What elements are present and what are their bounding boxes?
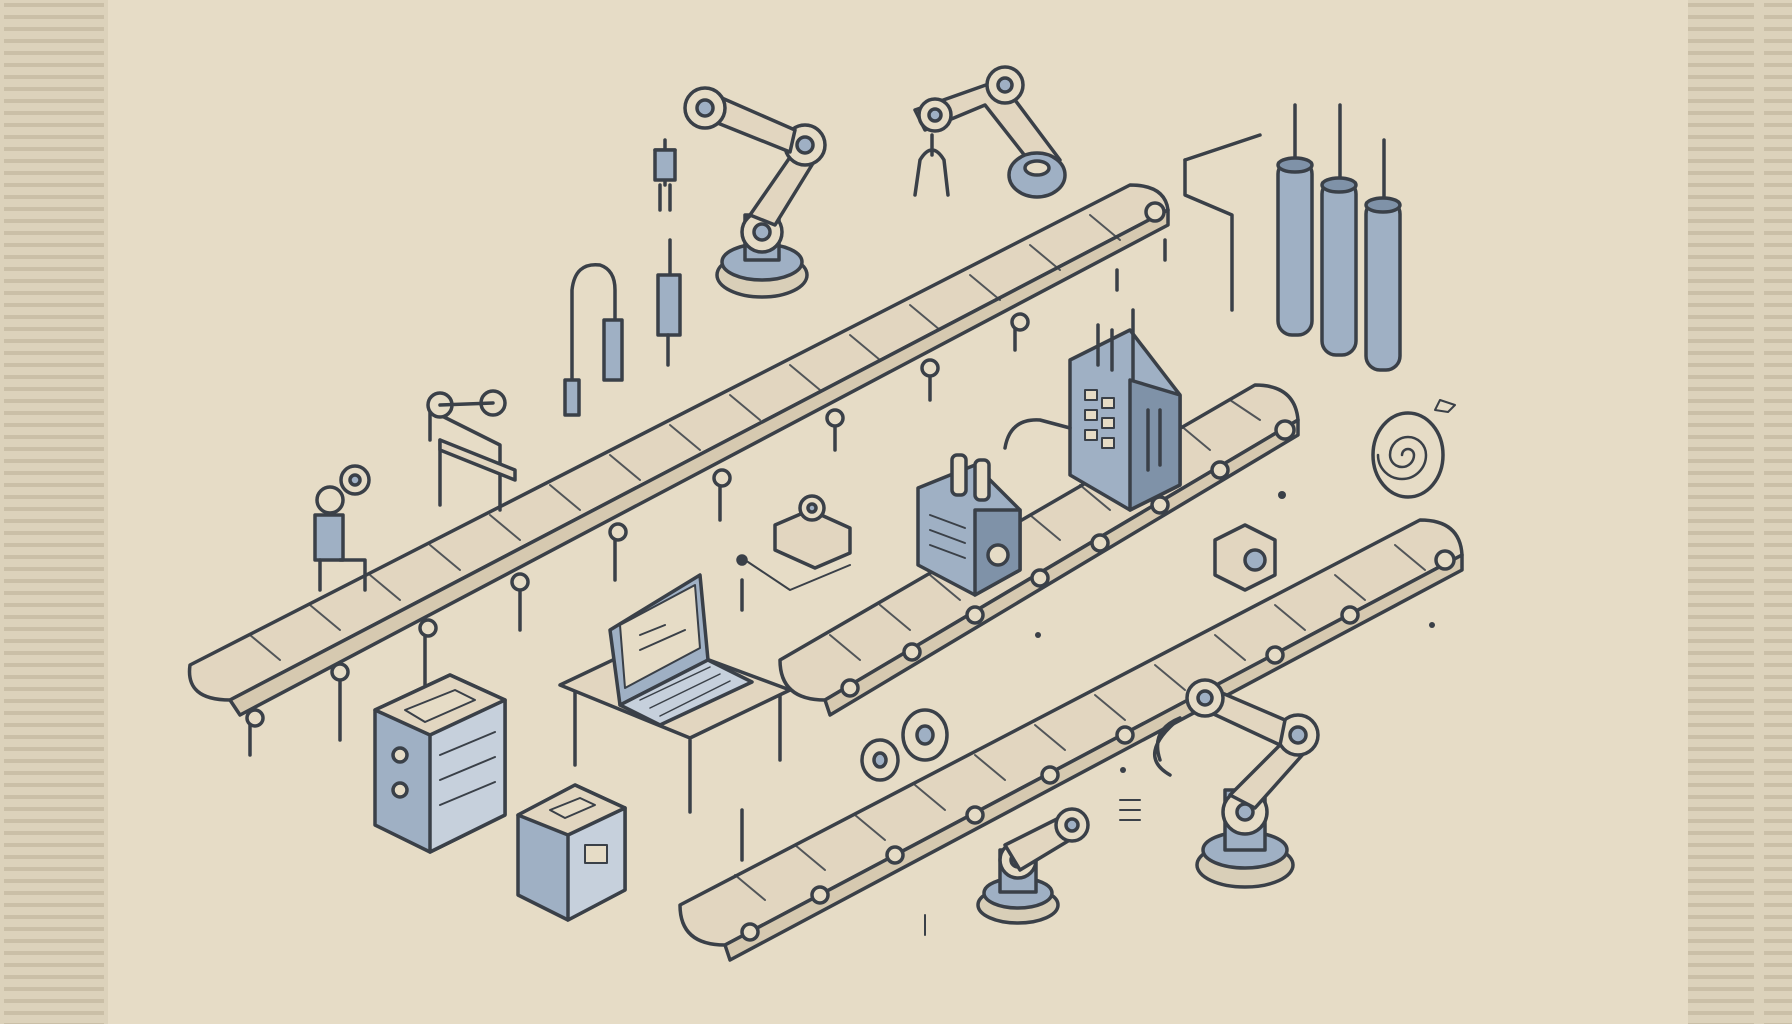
laptop	[608, 573, 754, 727]
server-cabinet	[373, 673, 507, 854]
robot-arm-bottom-right	[1119, 678, 1320, 889]
spiral-roller	[1371, 399, 1456, 499]
storage-cylinder-3	[1364, 138, 1402, 372]
worker-figure	[313, 389, 517, 592]
storage-cylinder-1	[1276, 103, 1314, 337]
storage-cylinders	[1183, 103, 1402, 372]
conveyor-belt-main	[187, 183, 1170, 757]
robot-arm-top-left	[653, 86, 827, 299]
robot-arm-bottom-center	[924, 807, 1090, 936]
control-tower	[1003, 308, 1182, 512]
right-side-band	[1688, 0, 1792, 1024]
sensor-probes	[563, 238, 682, 417]
storage-box	[516, 783, 744, 922]
robot-arm-top-center	[913, 65, 1067, 199]
cube-part	[1213, 523, 1277, 592]
storage-cylinder-2	[1320, 103, 1358, 357]
left-side-band	[0, 0, 108, 1024]
decorative-dots	[1035, 491, 1435, 773]
roller-wheels	[860, 708, 949, 782]
press-machine	[916, 453, 1022, 597]
laptop-desk	[558, 573, 792, 814]
part-box	[736, 494, 852, 591]
